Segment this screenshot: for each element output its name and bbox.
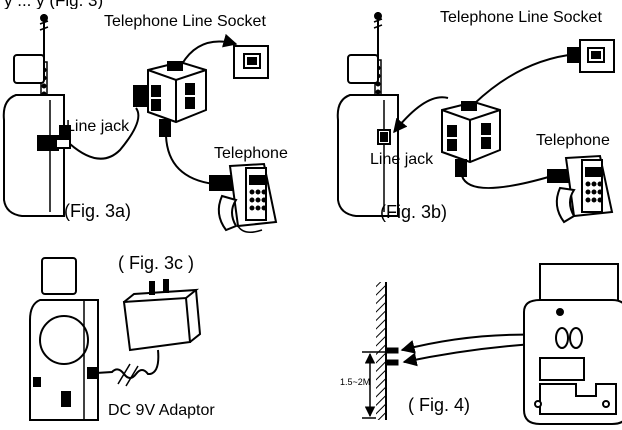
fig3c-cable (95, 349, 160, 379)
fig4-wall (376, 282, 386, 420)
cropped-top-text-content: y ... y (Fig. 3) (4, 0, 103, 9)
fig3c-panel (29, 257, 202, 421)
fig3a-splitter (133, 60, 207, 137)
fig3c-cable-break (117, 363, 139, 387)
fig3a-telephone (209, 162, 278, 233)
fig3c-adaptor (122, 279, 202, 352)
fig3a-line-jack-plug (37, 135, 71, 151)
fig3b-telephone-label: Telephone (536, 132, 610, 149)
fig4-panel (362, 263, 622, 425)
fig3a-socket (233, 45, 269, 79)
fig3a-cable-splitter-phone (165, 135, 215, 185)
fig4-device-back (523, 263, 622, 425)
fig3a-socket-label: Telephone Line Socket (104, 13, 266, 30)
fig3a-cable-jack-splitter (69, 107, 140, 160)
fig3b-socket (567, 39, 615, 73)
fig3b-arrow-to-jack (393, 96, 449, 134)
cropped-top-text: y ... y (Fig. 3) (0, 0, 622, 9)
fig4-height-dimension (362, 351, 386, 419)
fig3c-caption: ( Fig. 3c ) (118, 253, 195, 273)
fig3b-telephone (547, 154, 614, 224)
fig3b-line-jack-label: Line jack (370, 151, 434, 168)
fig3a-panel (2, 14, 278, 233)
fig3a-telephone-label: Telephone (214, 145, 288, 162)
fig3b-caption: (Fig. 3b) (380, 202, 448, 222)
fig3a-device (2, 54, 71, 217)
fig3c-adaptor-label: DC 9V Adaptor (108, 402, 215, 419)
fig3a-line-jack-label: Line jack (66, 118, 130, 135)
fig3a-arrow-to-socket (181, 33, 238, 65)
fig3b-cable-splitter-phone (461, 175, 553, 189)
fig4-height-label: 1.5~2M (340, 377, 371, 387)
fig4-screws (385, 347, 399, 366)
fig3b-device (336, 54, 399, 217)
fig3b-cable-splitter-socket (473, 53, 577, 105)
fig4-caption: ( Fig. 4) (408, 395, 471, 415)
fig3b-splitter (441, 100, 501, 177)
fig3a-caption: (Fig. 3a) (64, 201, 132, 221)
fig3b-panel (336, 12, 615, 224)
fig3c-device (29, 257, 99, 421)
fig3b-socket-label: Telephone Line Socket (440, 9, 602, 26)
